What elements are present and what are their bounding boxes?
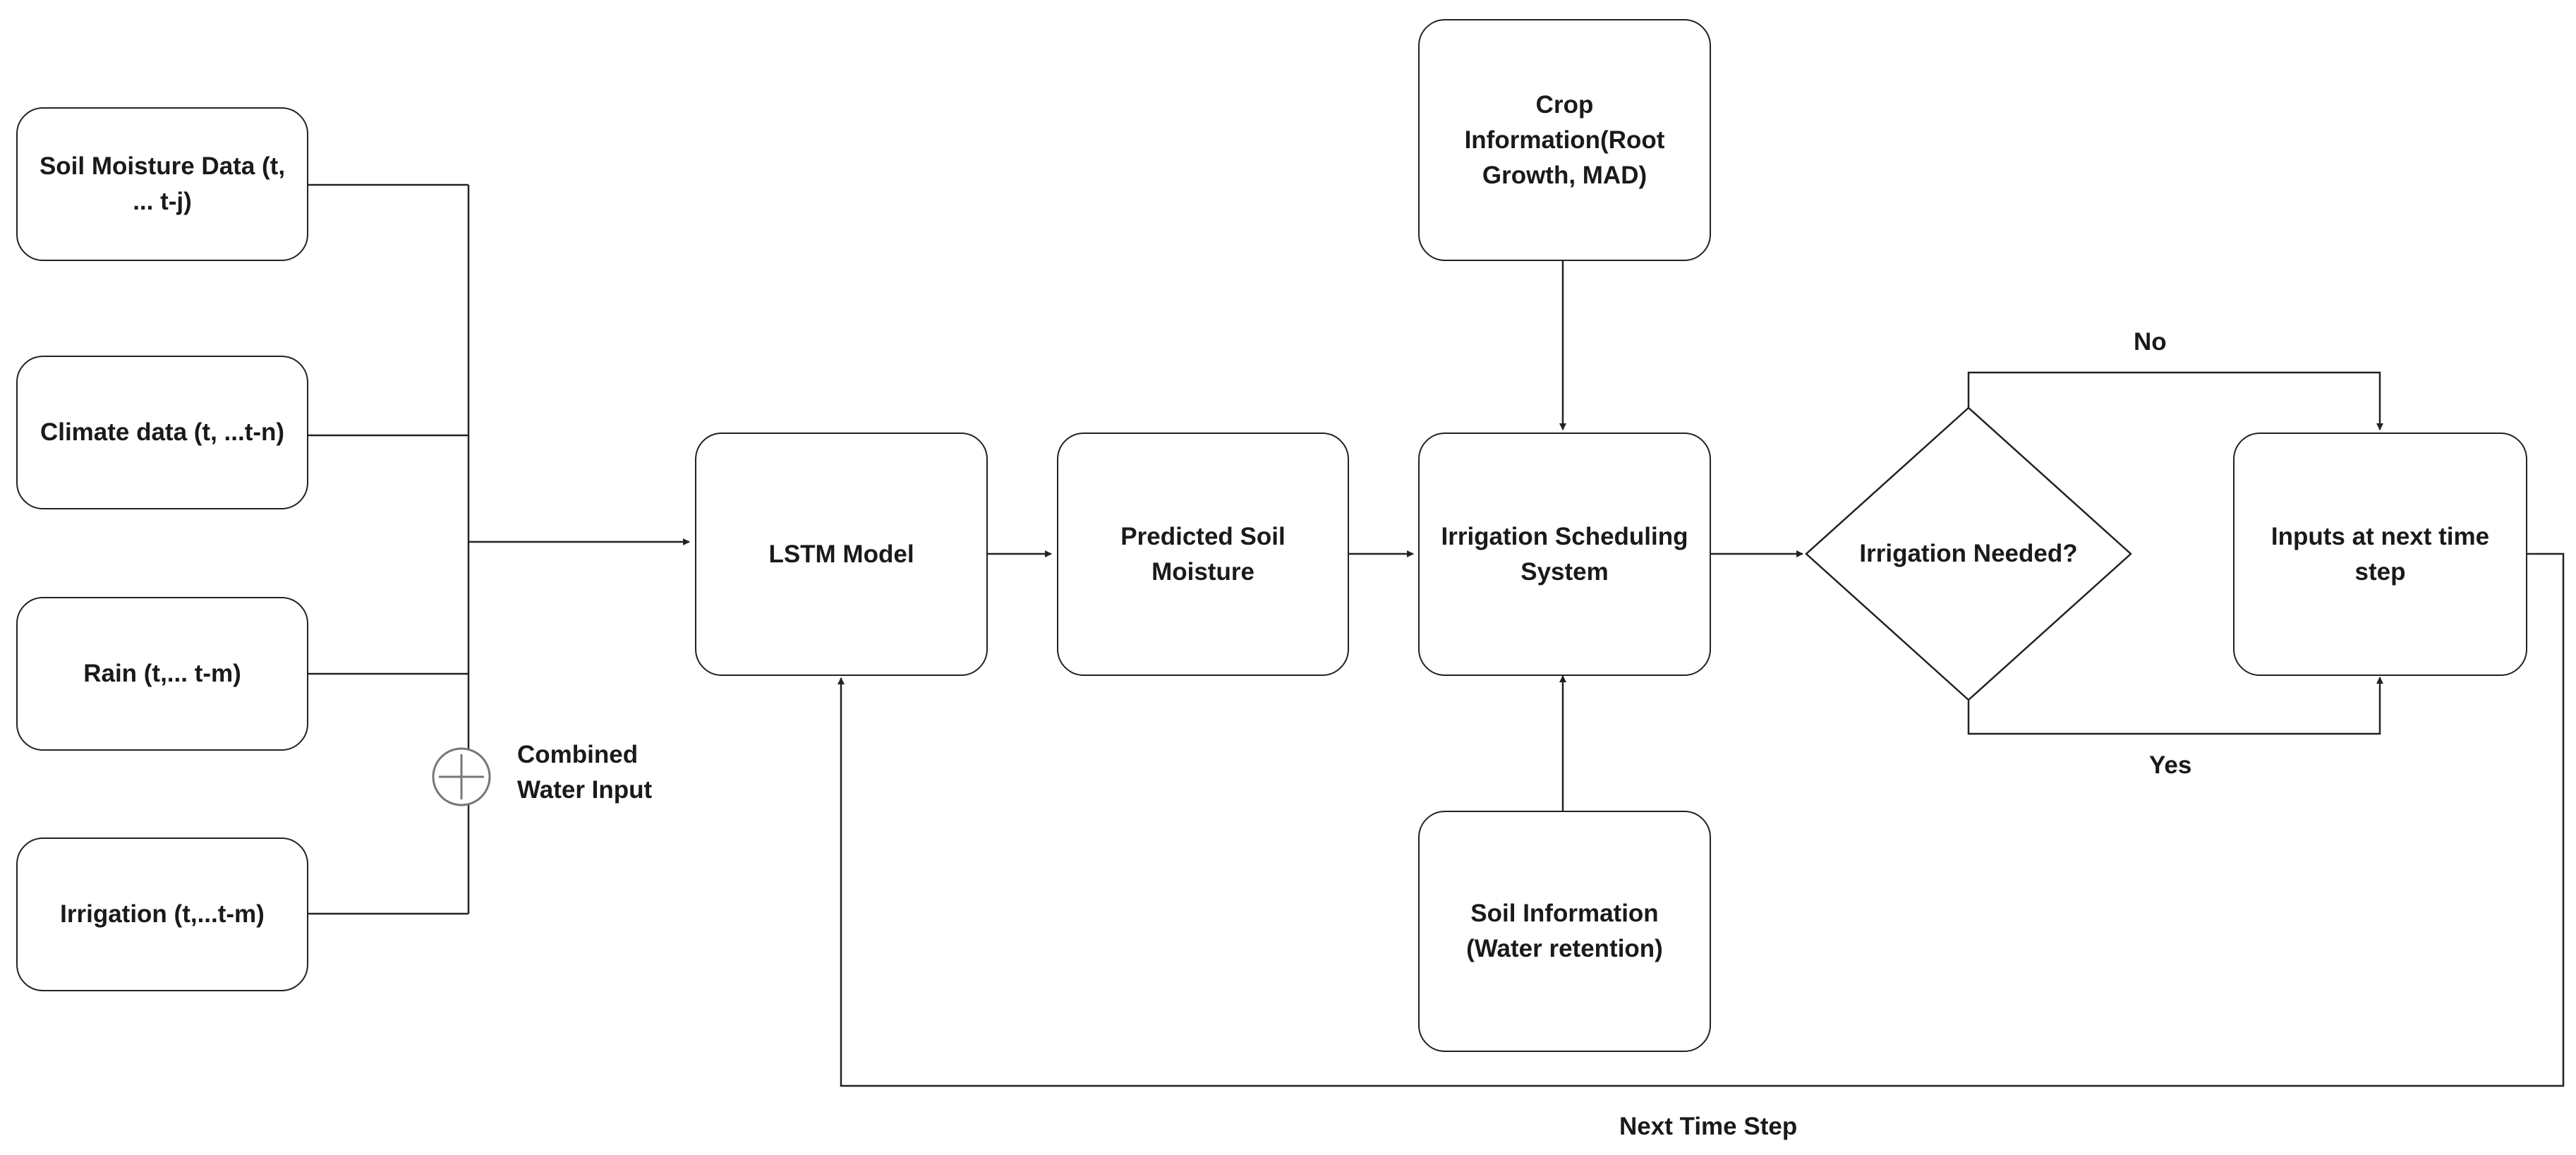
edge-next-time-step-loop — [837, 552, 2565, 1087]
predicted-soil-moisture-box: Predicted Soil Moisture — [1057, 433, 1349, 676]
combined-water-input-label: Combined Water Input — [517, 741, 653, 804]
lstm-model-box: LSTM Model — [695, 433, 988, 676]
irrigation-scheduling-label: Irrigation Scheduling System — [1441, 522, 1688, 586]
soil-moisture-data-label: Soil Moisture Data (t, ... t-j) — [39, 152, 286, 215]
crop-information-label: Crop Information(Root Growth, MAD) — [1464, 90, 1665, 189]
soil-moisture-data-box: Soil Moisture Data (t, ... t-j) — [16, 107, 308, 261]
soil-information-label: Soil Information (Water retention) — [1466, 900, 1663, 962]
irrigation-input-label: Irrigation (t,...t-m) — [60, 900, 265, 928]
circled-plus-icon — [432, 747, 491, 806]
yes-branch-label: Yes — [2149, 751, 2192, 779]
decision-label: Irrigation Needed? — [1859, 540, 2078, 567]
irrigation-input-box: Irrigation (t,...t-m) — [16, 837, 308, 991]
next-time-step-label: Next Time Step — [1619, 1113, 1798, 1140]
predicted-soil-moisture-label: Predicted Soil Moisture — [1120, 522, 1286, 586]
inputs-next-time-step-label: Inputs at next time step — [2270, 522, 2490, 586]
no-branch-label: No — [2134, 328, 2167, 356]
inputs-next-time-step-box: Inputs at next time step — [2233, 433, 2527, 676]
climate-data-label: Climate data (t, ...t-n) — [40, 418, 285, 446]
rain-box: Rain (t,... t-m) — [16, 597, 308, 751]
climate-data-box: Climate data (t, ...t-n) — [16, 356, 308, 509]
irrigation-scheduling-box: Irrigation Scheduling System — [1418, 433, 1711, 676]
lstm-model-label: LSTM Model — [768, 540, 914, 568]
rain-label: Rain (t,... t-m) — [83, 660, 241, 687]
edge-decision-no — [1967, 371, 2383, 430]
edge-decision-yes — [1967, 677, 2383, 735]
soil-information-box: Soil Information (Water retention) — [1418, 811, 1711, 1052]
crop-information-box: Crop Information(Root Growth, MAD) — [1418, 19, 1711, 261]
